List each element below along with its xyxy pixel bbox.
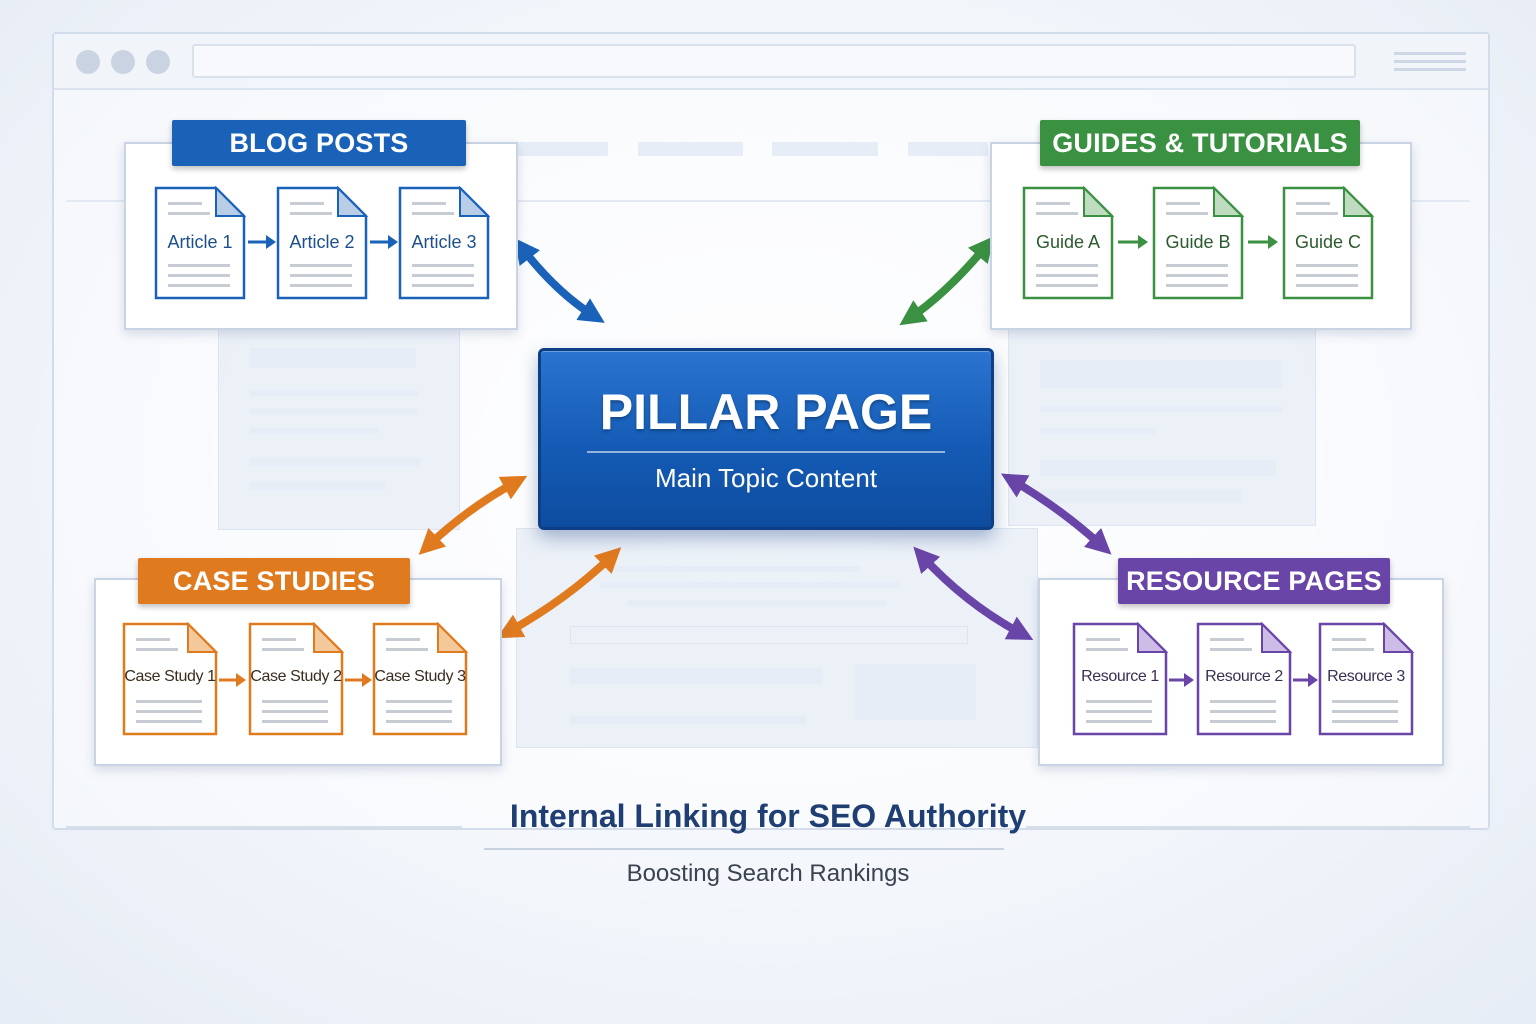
group-title-case-studies: CASE STUDIES [138, 558, 410, 604]
arrow-right-icon [1118, 235, 1148, 249]
doc-label: Resource 2 [1205, 668, 1283, 685]
group-title-blog-posts: BLOG POSTS [172, 120, 466, 166]
doc-case-study-2[interactable]: Case Study 2 [248, 622, 344, 736]
group-title-resource-pages: RESOURCE PAGES [1118, 558, 1390, 604]
pillar-title: PILLAR PAGE [599, 384, 933, 440]
arrow-right-icon [248, 235, 276, 249]
group-guides-tutorials: Guide A Guide B Guide C [990, 142, 1412, 330]
doc-label: Article 3 [411, 232, 477, 252]
arrow-right-icon [1248, 235, 1278, 249]
arrow-blog-pillar [514, 237, 605, 323]
arrow-right-icon [219, 673, 246, 687]
group-title-guides-tutorials: GUIDES & TUTORIALS [1040, 120, 1360, 166]
doc-guide-a[interactable]: Guide A [1022, 186, 1114, 300]
window-dot [111, 50, 135, 74]
doc-label: Guide A [1035, 232, 1101, 252]
doc-label: Guide B [1165, 232, 1231, 252]
doc-label: Guide C [1294, 232, 1362, 252]
window-dot [146, 50, 170, 74]
pillar-subtitle: Main Topic Content [654, 463, 878, 493]
arrow-right-icon [1169, 673, 1194, 687]
arrow-cases-pillar-upper [418, 475, 528, 555]
doc-resource-1[interactable]: Resource 1 [1072, 622, 1168, 736]
address-bar [192, 44, 1356, 78]
doc-label: Resource 1 [1081, 668, 1159, 685]
doc-case-study-1[interactable]: Case Study 1 [122, 622, 218, 736]
arrow-resources-pillar-upper [1000, 473, 1112, 555]
menu-icon [1394, 68, 1466, 71]
window-dot [76, 50, 100, 74]
group-blog-posts: Article 1 Article 2 Article 3 [124, 142, 518, 330]
footer-title: Internal Linking for SEO Authority [509, 798, 1027, 834]
arrow-right-icon [345, 673, 372, 687]
arrow-resources-pillar-lower [913, 546, 1034, 641]
arrow-right-icon [370, 235, 398, 249]
arrow-guides-pillar [899, 236, 995, 326]
footer-divider-left [66, 826, 462, 828]
doc-article-3[interactable]: Article 3 [398, 186, 490, 300]
footer-subtitle: Boosting Search Rankings [626, 860, 910, 887]
group-resource-pages: Resource 1 Resource 2 Resource 3 [1038, 578, 1444, 766]
browser-toolbar [54, 34, 1488, 90]
doc-label: Case Study 1 [124, 668, 216, 685]
footer-divider-right [1026, 826, 1470, 828]
doc-resource-3[interactable]: Resource 3 [1318, 622, 1414, 736]
arrow-cases-pillar-lower [496, 547, 622, 639]
doc-label: Article 2 [289, 232, 355, 252]
doc-label: Case Study 2 [250, 668, 342, 685]
doc-label: Case Study 3 [374, 668, 466, 685]
footer-underline [484, 848, 1004, 850]
doc-article-1[interactable]: Article 1 [154, 186, 246, 300]
doc-guide-c[interactable]: Guide C [1282, 186, 1374, 300]
pillar-divider [587, 451, 945, 453]
group-case-studies: Case Study 1 Case Study 2 Case Study 3 [94, 578, 502, 766]
doc-label: Resource 3 [1327, 668, 1405, 685]
doc-case-study-3[interactable]: Case Study 3 [372, 622, 468, 736]
arrow-right-icon [1293, 673, 1318, 687]
menu-icon [1394, 52, 1466, 55]
doc-article-2[interactable]: Article 2 [276, 186, 368, 300]
menu-icon [1394, 60, 1466, 63]
pillar-page-box[interactable]: PILLAR PAGE Main Topic Content [538, 348, 994, 530]
doc-label: Article 1 [167, 232, 233, 252]
doc-resource-2[interactable]: Resource 2 [1196, 622, 1292, 736]
doc-guide-b[interactable]: Guide B [1152, 186, 1244, 300]
